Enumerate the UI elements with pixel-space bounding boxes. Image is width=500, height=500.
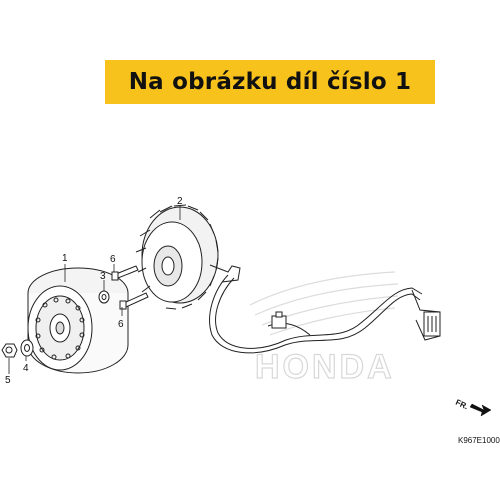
callout-5: 5 [5,375,11,386]
callout-2: 2 [177,196,183,207]
banner-text: Na obrázku díl číslo 1 [128,69,412,95]
title-banner: Na obrázku díl číslo 1 [105,60,435,104]
bolt-part [111,265,139,281]
watermark-text: HONDA [255,348,395,386]
figure-code: K967E1000 [458,436,500,445]
wire-harness [209,274,441,354]
nut-part [1,343,18,358]
callout-6b: 6 [118,319,124,330]
fr-label: FR. [454,398,469,412]
honda-watermark: HONDA [249,271,399,387]
washer-part [20,339,34,357]
callout-3: 3 [100,271,106,282]
front-direction-arrow: FR. [454,398,492,417]
stator-part [135,204,241,310]
flywheel-part [27,267,129,374]
callout-6: 6 [110,254,116,265]
callout-4: 4 [23,363,29,374]
callout-1: 1 [62,253,68,264]
bolt-part [119,292,149,310]
washer-part [98,290,110,304]
leader-lines [8,206,181,374]
